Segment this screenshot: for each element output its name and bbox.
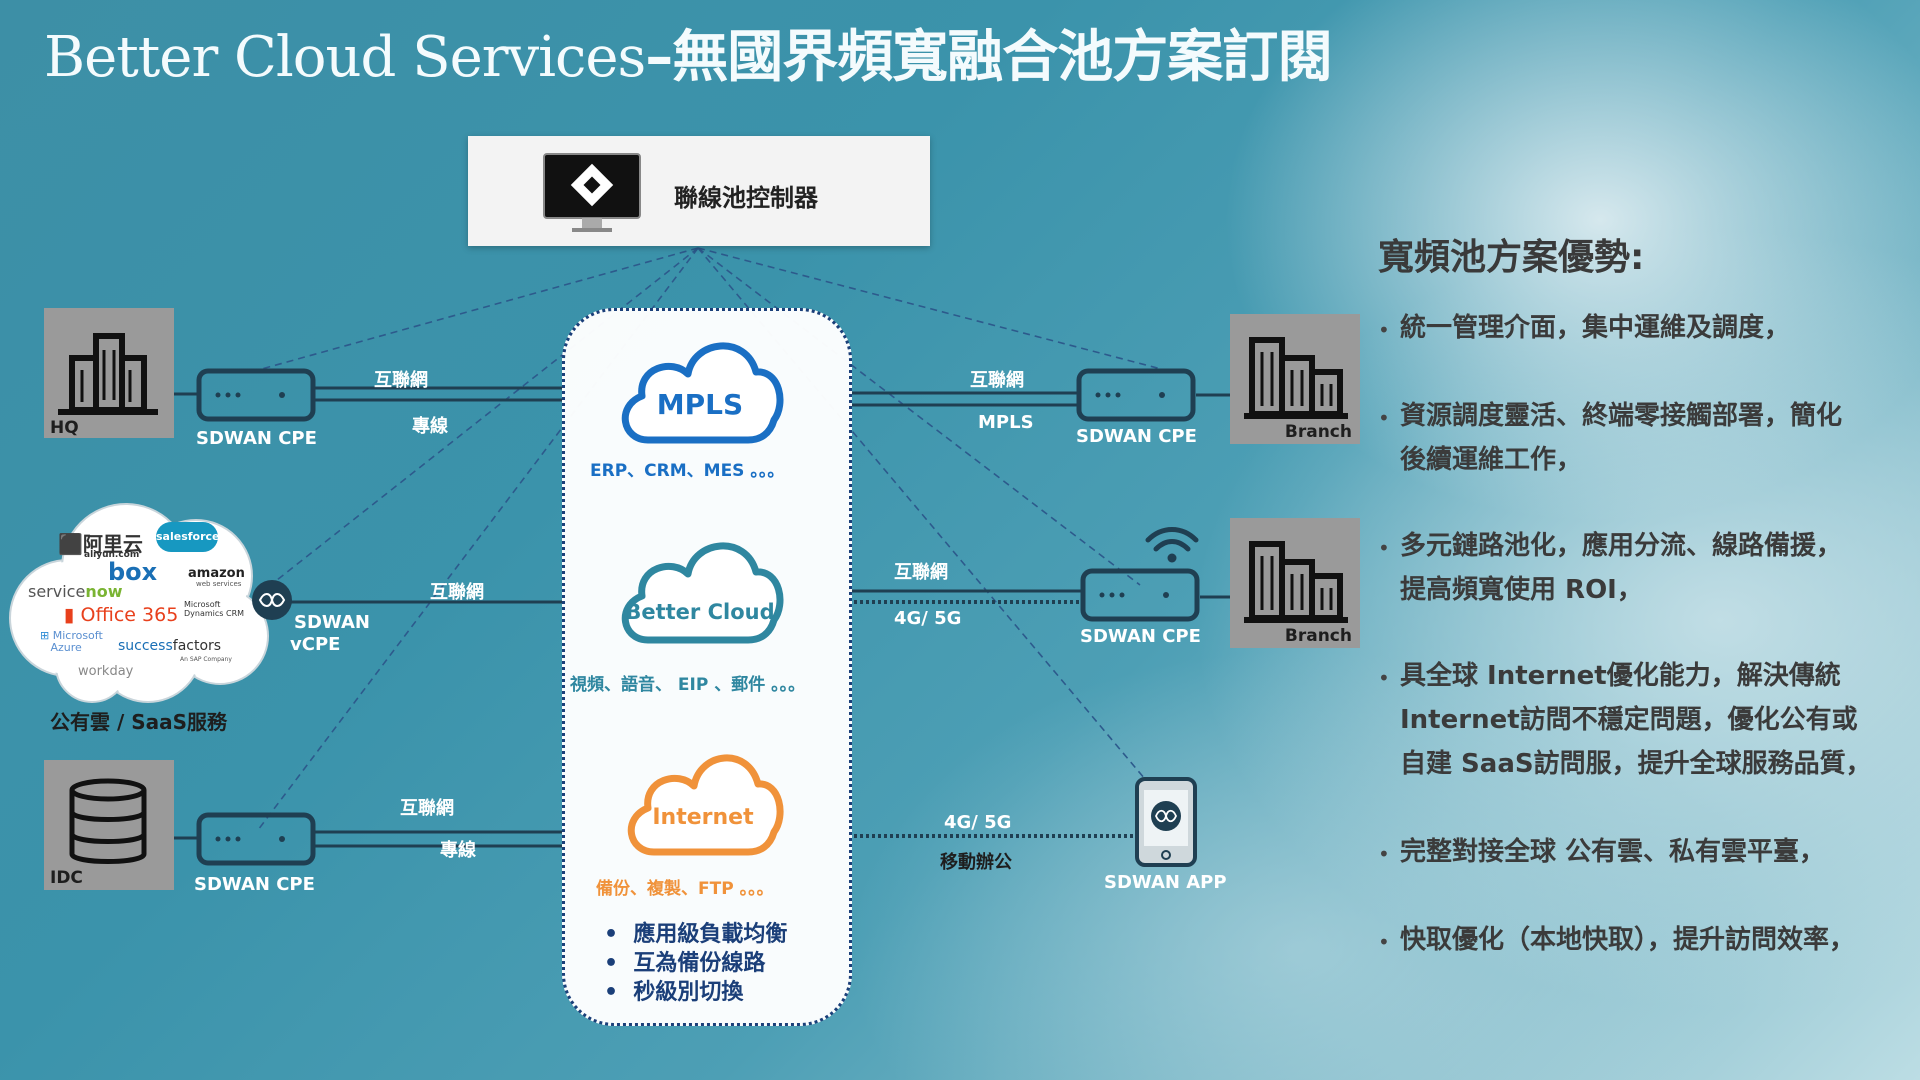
better-cloud-name: Better Cloud [625,600,775,624]
pill-bullet-item: • 秒級別切換 [604,980,744,1005]
page-title: Better Cloud Services–無國界頻寬融合池方案訂閱 [44,12,1333,93]
branch2-cpe-device [1080,568,1200,622]
internet-cloud-name: Internet [652,805,754,830]
ctrl-line-hq [257,247,699,371]
branch1-cpe-label: SDWAN CPE [1076,426,1197,447]
idc-label: IDC [50,868,83,888]
idc-link-bottom-label: 專線 [440,840,476,861]
windows-icon: ⊞ [40,629,50,642]
pill-bullet-item: • 互為備份線路 [604,951,766,976]
hq-cpe-device [196,368,316,422]
hq-link-bottom-label: 專線 [412,416,448,437]
advantage-item-2: 資源調度靈活、終端零接觸部署，簡化 後續運維工作， [1400,401,1843,475]
workday-logo: workday [78,664,134,679]
advantage-item-1: 統一管理介面，集中運維及調度， [1400,313,1791,343]
ctrl-line-mobile [697,247,1151,786]
building-icon [1244,337,1348,419]
azure-logo: ⊞ Microsoft Azure [40,629,103,654]
idc-cpe-device [196,812,316,866]
idc-site: IDC [44,760,174,890]
vcpe-label-2: vCPE [290,634,341,655]
advantage-item-5: 完整對接全球 公有雲、私有雲平臺， [1400,837,1826,867]
wifi-icon [1145,527,1199,563]
saas-cloud-shape [9,503,269,703]
branch2-cpe-label: SDWAN CPE [1080,626,1201,647]
salesforce-logo: salesforce [156,522,220,552]
mpls-cloud-icon [621,342,784,444]
idc-link-top-label: 互聯網 [400,798,454,819]
internet-cloud-caption: 備份、複製、FTP 。。。 [596,879,774,899]
office-icon: ▮ [64,604,75,626]
branch2-link-top-label: 互聯網 [894,562,948,583]
monitor-icon [543,153,641,232]
cloud-site-label: 公有雲 / SaaS服務 [50,710,228,734]
branch1-label: Branch [1284,422,1352,442]
ctrl-line-branch2 [697,247,1141,586]
ctrl-line-cloud [257,247,699,596]
advantage-item-3: 多元鏈路池化，應用分流、線路備援， 提高頻寬使用 ROI， [1400,531,1843,605]
pill-bullet-list: • 應用級負載均衡 • 互為備份線路 • 秒級別切換 [604,920,787,1007]
aliyun-sub: aliyun.com [84,550,140,560]
title-chinese: –無國界頻寬融合池方案訂閱 [645,25,1333,90]
amazon-sub: web services [196,580,242,588]
mobile-link-bottom-label: 移動辦公 [940,852,1012,873]
cloud-link-label: 互聯網 [430,582,484,603]
idc-cpe-label: SDWAN CPE [194,874,315,895]
branch2-site: Branch [1230,518,1360,648]
vcpe-icon [252,580,292,620]
mobile-app-label: SDWAN APP [1104,872,1227,893]
bullet-dot: • [1378,666,1390,690]
mpls-cloud-caption: ERP、CRM、MES 。。。 [590,461,785,481]
internet-cloud-icon [627,754,784,856]
servicenow-logo: servicenow [28,582,123,601]
title-latin: Better Cloud Services [44,25,646,90]
advantages-heading: 寬頻池方案優勢: [1378,237,1645,278]
database-icon [69,778,147,864]
bullet-dot: • [1378,318,1390,342]
hq-cpe-label: SDWAN CPE [196,428,317,449]
amazon-logo: amazon [188,566,245,581]
advantage-item-6: 快取優化（本地快取），提升訪問效率， [1400,925,1856,955]
ctrl-line-branch1 [697,247,1166,371]
bullet-dot: • [1378,536,1390,560]
vcpe-label-1: SDWAN [294,612,370,633]
controller-label: 聯線池控制器 [674,184,818,212]
sap-sub: An SAP Company [180,656,232,663]
aliyun-icon: ⬛ [58,532,83,556]
branch1-site: Branch [1230,314,1360,444]
hq-link-top-label: 互聯網 [374,370,428,391]
better-cloud-caption: 視頻、語音、 EIP 、郵件 。。。 [570,675,806,695]
bullet-dot: • [1378,842,1390,866]
smartphone-icon [1135,777,1197,867]
branch2-link-bottom-label: 4G/ 5G [894,608,962,629]
mobile-link-top-label: 4G/ 5G [944,812,1012,833]
pill-bullet-item: • 應用級負載均衡 [604,922,788,947]
building-icon [58,333,158,415]
controller-box: 聯線池控制器 [468,136,930,246]
mpls-cloud-name: MPLS [656,388,744,421]
branch2-label: Branch [1284,626,1352,646]
box-logo: box [108,558,158,586]
bullet-dot: • [1378,930,1390,954]
office365-logo: ▮ Office 365 [64,604,179,626]
branch1-link-bottom-label: MPLS [978,412,1034,433]
advantage-item-4: 具全球 Internet優化能力，解決傳統 Internet訪問不穩定問題，優化… [1400,661,1872,779]
better-cloud-icon [621,542,784,644]
successfactors-logo: successfactors [118,638,222,654]
aliyun-logo: ⬛阿里云 [58,532,143,556]
branch1-cpe-device [1076,368,1196,422]
hq-site: HQ [44,308,174,438]
bullet-dot: • [1378,406,1390,430]
branch1-link-top-label: 互聯網 [970,370,1024,391]
building-icon [1244,541,1348,623]
hq-label: HQ [50,418,79,438]
